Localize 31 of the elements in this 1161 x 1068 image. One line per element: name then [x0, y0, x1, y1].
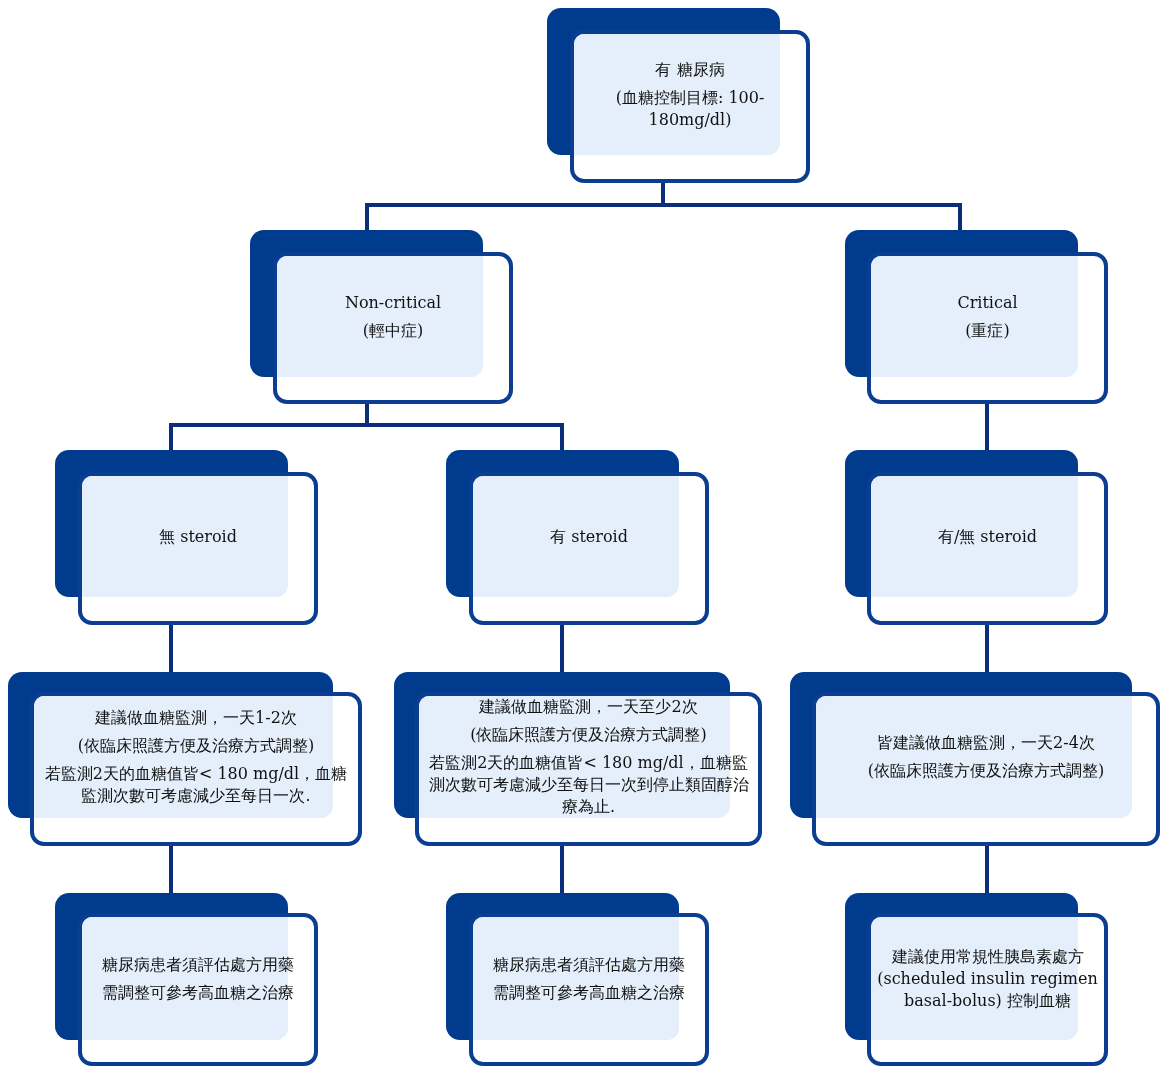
box-text: 有 steroid — [550, 525, 628, 548]
connector-line — [985, 625, 989, 672]
box-text: 需調整可參考高血糖之治療 — [102, 981, 294, 1004]
box-text: (輕中症) — [362, 319, 424, 342]
box-text: 無 steroid — [159, 525, 237, 548]
connector-line — [169, 846, 173, 893]
box-text: 建議做血糖監測，一天1-2次 — [95, 707, 297, 729]
box-text: (重症) — [965, 319, 1010, 342]
box-text: (依臨床照護方便及治療方式調整) — [470, 724, 707, 746]
box-text: 皆建議做血糖監測，一天2-4次 — [877, 732, 1095, 754]
box-text: 若監測2天的血糖值皆< 180 mg/dl，血糖監測次數可考慮減少至每日一次. — [43, 763, 349, 807]
connector-line — [560, 846, 564, 893]
box-text: 糖尿病患者須評估處方用藥 — [493, 953, 685, 976]
box-text: 有/無 steroid — [937, 525, 1038, 548]
connector-line — [985, 846, 989, 893]
box-text: (依臨床照護方便及治療方式調整) — [77, 735, 315, 757]
connector-line — [169, 625, 173, 672]
box-text: (依臨床照護方便及治療方式調整) — [867, 760, 1105, 782]
box-text: 建議做血糖監測，一天至少2次 — [479, 696, 698, 718]
connector-line — [365, 404, 564, 450]
connector-line — [661, 183, 962, 230]
box-text: (血糖控制目標: 100-180mg/dl) — [614, 86, 766, 131]
box-text: Non-critical — [344, 291, 442, 314]
box-text: 有 糖尿病 — [655, 58, 725, 81]
box-text: 糖尿病患者須評估處方用藥 — [102, 953, 294, 976]
connector-line — [985, 404, 989, 450]
box-text: Critical — [957, 291, 1018, 314]
connector-line — [560, 625, 564, 672]
box-text: 建議使用常規性胰島素處方(scheduled insulin regimen basal-bolus) 控制血糖 — [877, 945, 1098, 1012]
box-text: 需調整可參考高血糖之治療 — [493, 981, 685, 1004]
box-text: 若監測2天的血糖值皆< 180 mg/dl，血糖監測次數可考慮減少至每日一次到停止類固醇治療為止. — [427, 752, 750, 818]
